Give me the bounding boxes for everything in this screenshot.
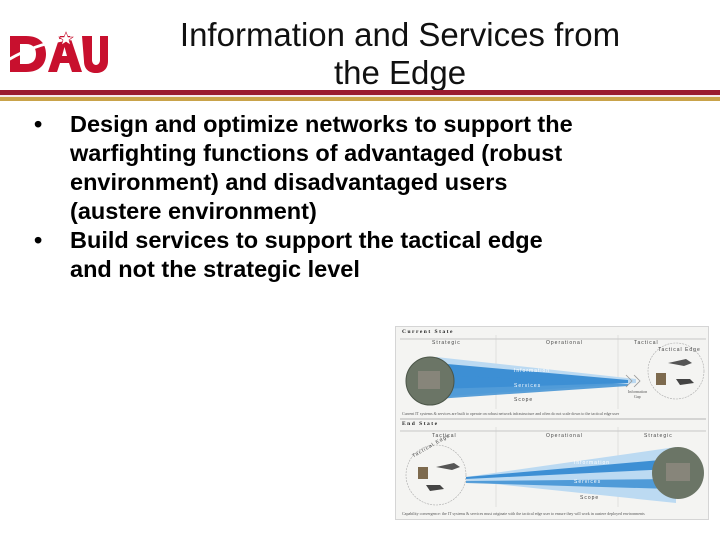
- soldier-icon: [418, 467, 428, 479]
- bullet-item: • Design and optimize networks to suppor…: [34, 110, 684, 226]
- header-rule-dark: [0, 90, 720, 97]
- header-rule-gap: [0, 95, 720, 97]
- gap-annotation-2: Gap: [634, 394, 641, 399]
- top-services-label: Services: [514, 383, 542, 389]
- bottom-state-label: End State: [402, 421, 439, 427]
- bottom-services-label: Services: [574, 479, 602, 485]
- bottom-information-label: Information: [574, 460, 611, 466]
- helicopter-icon: [436, 463, 460, 470]
- bullet-marker: •: [34, 111, 43, 137]
- bottom-caption: Capability convergence: the IT systems &…: [402, 511, 645, 516]
- bullet-line: and not the strategic level: [70, 256, 360, 282]
- top-column-tactical: Tactical: [634, 340, 659, 346]
- edge-diagram-graphic: [400, 335, 706, 507]
- bottom-column-tactical: Tactical: [432, 433, 457, 439]
- bullet-line: (austere environment): [70, 198, 317, 224]
- bullet-item: • Build services to support the tactical…: [34, 226, 684, 284]
- slide-title-line-2: the Edge: [333, 54, 467, 91]
- bullet-line: Build services to support the tactical e…: [70, 227, 543, 253]
- bullet-line: Design and optimize networks to support …: [70, 111, 573, 137]
- edge-diagram: Current State Strategic Operational Tact…: [395, 326, 709, 520]
- slide-title: Information and Services from the Edge: [120, 16, 680, 92]
- top-information-label: Information: [514, 368, 551, 374]
- bullet-line: warfighting functions of advantaged (rob…: [70, 140, 563, 166]
- bottom-scope-label: Scope: [580, 495, 600, 501]
- gap-annotation-1: Information: [628, 389, 648, 394]
- dau-logo: [7, 30, 108, 78]
- top-column-strategic: Strategic: [432, 340, 461, 346]
- top-column-operational: Operational: [546, 340, 583, 346]
- slide-title-line-1: Information and Services from: [179, 16, 621, 53]
- bottom-information-band: [466, 459, 672, 479]
- aircraft-icon: [676, 379, 694, 385]
- information-gap-icon: [625, 374, 641, 388]
- top-state-label: Current State: [402, 329, 454, 335]
- top-services-band: [436, 375, 628, 399]
- bullet-line: environment) and disadvantaged users: [70, 169, 508, 195]
- bottom-column-strategic: Strategic: [644, 433, 673, 439]
- bottom-services-band: [466, 479, 672, 489]
- bullet-marker: •: [34, 227, 43, 253]
- helicopter-icon: [668, 359, 692, 366]
- bottom-column-operational: Operational: [546, 433, 583, 439]
- soldier-icon: [656, 373, 666, 385]
- aircraft-icon: [426, 485, 444, 491]
- top-caption: Current IT systems & services are built …: [402, 411, 620, 416]
- dau-logo-graphic: [7, 31, 108, 73]
- top-scope-label: Scope: [514, 397, 534, 403]
- bullet-list: • Design and optimize networks to suppor…: [34, 110, 684, 284]
- header-rule: [0, 90, 720, 102]
- top-tactical-edge-label: Tactical Edge: [658, 347, 701, 353]
- header-rule-light: [0, 97, 720, 101]
